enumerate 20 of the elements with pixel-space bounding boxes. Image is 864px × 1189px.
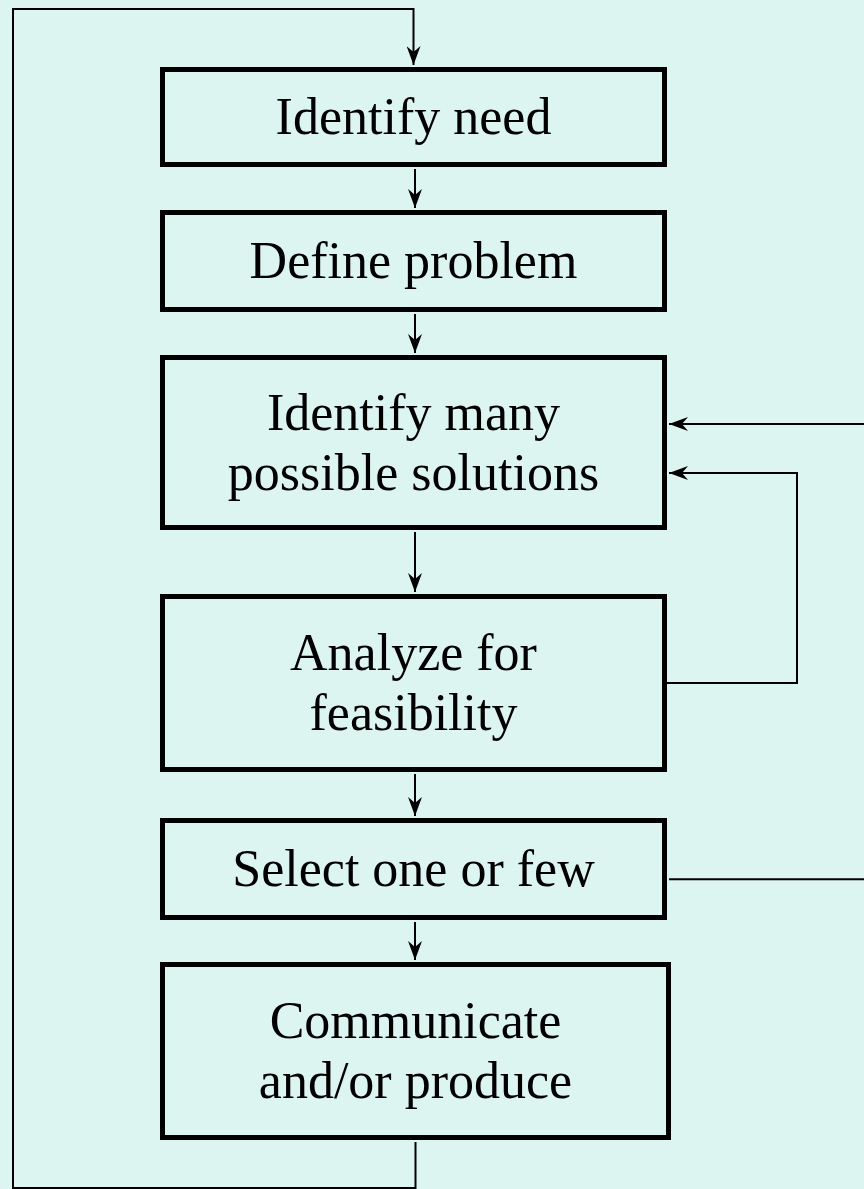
step-text: Identify many possible solutions — [226, 382, 601, 503]
process-box — [160, 67, 667, 167]
step-text: Define problem — [249, 231, 578, 291]
arrow — [408, 531, 422, 593]
arrow — [12, 8, 421, 1189]
process-box — [160, 962, 671, 1140]
arrow — [408, 773, 422, 817]
process-box — [160, 818, 667, 920]
arrow — [666, 466, 798, 684]
process-box — [160, 210, 667, 312]
arrow — [408, 313, 422, 354]
arrow — [408, 921, 422, 961]
step-text: Select one or few — [232, 839, 595, 899]
step-text: Identify need — [275, 87, 552, 147]
process-box — [160, 355, 667, 530]
arrow — [668, 417, 864, 431]
process-box — [160, 594, 667, 772]
arrow — [408, 168, 422, 209]
step-text: Analyze for feasibility — [289, 623, 538, 743]
step-text: Communicate and/or produce — [257, 991, 574, 1111]
